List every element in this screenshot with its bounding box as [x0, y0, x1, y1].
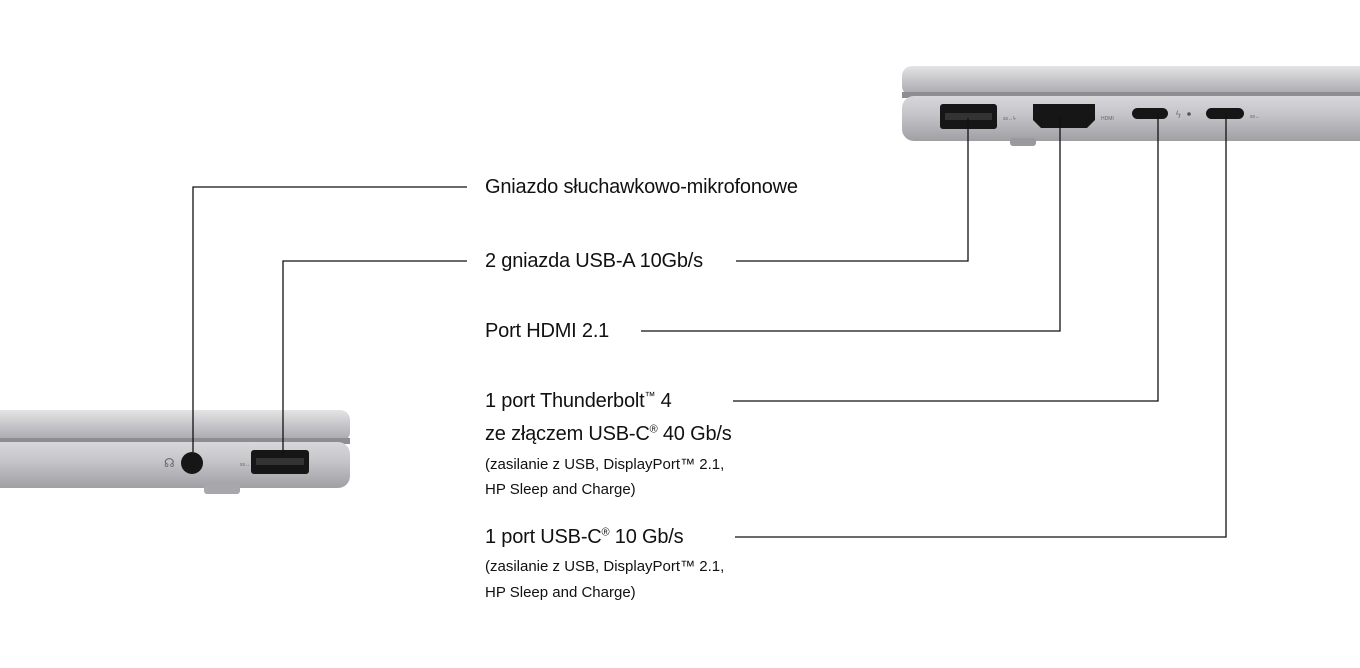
callout-thunderbolt-line1: 1 port Thunderbolt™ 4 — [485, 389, 672, 413]
laptop-right-foot — [1010, 138, 1036, 146]
thunderbolt-port — [1132, 108, 1168, 119]
usb-a-port-tongue — [945, 113, 992, 120]
headphone-jack — [181, 452, 203, 474]
line-thunderbolt — [733, 113, 1159, 402]
line-usb-c — [735, 113, 1227, 538]
callout-usb-c-note2: HP Sleep and Charge) — [485, 584, 636, 601]
line-usb-a-left — [282, 260, 467, 455]
laptop-right-side: ss↔ϟ HDMI ϟ ss↔ — [902, 66, 1360, 146]
laptop-left-lid — [0, 410, 350, 442]
laptop-right-lid — [902, 66, 1360, 96]
usb-a-left-icon: ss↔ — [240, 462, 250, 468]
registered-mark: ® — [601, 526, 610, 539]
callout-usb-c-speed: 10 Gb/s — [609, 526, 684, 548]
line-hdmi — [641, 118, 1061, 332]
trademark-mark: ™ — [644, 390, 656, 403]
thunderbolt-icon: ϟ — [1175, 110, 1182, 121]
line-usb-a-right — [736, 118, 969, 262]
callout-thunderbolt-line2-text: ze złączem USB-C — [485, 423, 650, 445]
callout-thunderbolt-line2: ze złączem USB-C® 40 Gb/s — [485, 422, 732, 446]
laptop-left-hinge — [0, 438, 350, 444]
laptop-right-hinge — [902, 92, 1360, 98]
registered-mark: ® — [649, 423, 658, 436]
hdmi-port-icon: HDMI — [1101, 116, 1114, 122]
headphone-icon: ☊ — [164, 456, 175, 470]
callout-usb-c-line1: 1 port USB-C® 10 Gb/s — [485, 525, 684, 549]
callout-thunderbolt-speed: 40 Gb/s — [657, 423, 732, 445]
line-headphone — [192, 186, 467, 452]
laptop-left-side: ☊ ss↔ — [0, 410, 350, 494]
callout-usb-c-text: 1 port USB-C — [485, 526, 602, 548]
laptop-left-foot — [204, 484, 240, 494]
laptop-right-base — [902, 96, 1360, 141]
callout-thunderbolt-note2: HP Sleep and Charge) — [485, 481, 636, 498]
callout-thunderbolt-note1: (zasilanie z USB, DisplayPort™ 2.1, — [485, 456, 725, 473]
callout-usb-c-note1: (zasilanie z USB, DisplayPort™ 2.1, — [485, 558, 725, 575]
callout-thunderbolt-version: 4 — [655, 390, 672, 412]
hdmi-port — [1033, 104, 1095, 128]
callout-lines — [192, 113, 1227, 538]
callout-headphone: Gniazdo słuchawkowo-mikrofonowe — [485, 176, 798, 198]
usb-c-port — [1206, 108, 1244, 119]
usb-a-port-icon: ss↔ϟ — [1003, 116, 1016, 122]
usb-c-port-icon: ss↔ — [1250, 114, 1260, 120]
callout-hdmi: Port HDMI 2.1 — [485, 320, 610, 342]
status-led — [1187, 112, 1191, 116]
callout-thunderbolt-line1-text: 1 port Thunderbolt — [485, 390, 645, 412]
callout-usb-a: 2 gniazda USB-A 10Gb/s — [485, 250, 703, 272]
usb-a-left-port-tongue — [256, 458, 304, 465]
